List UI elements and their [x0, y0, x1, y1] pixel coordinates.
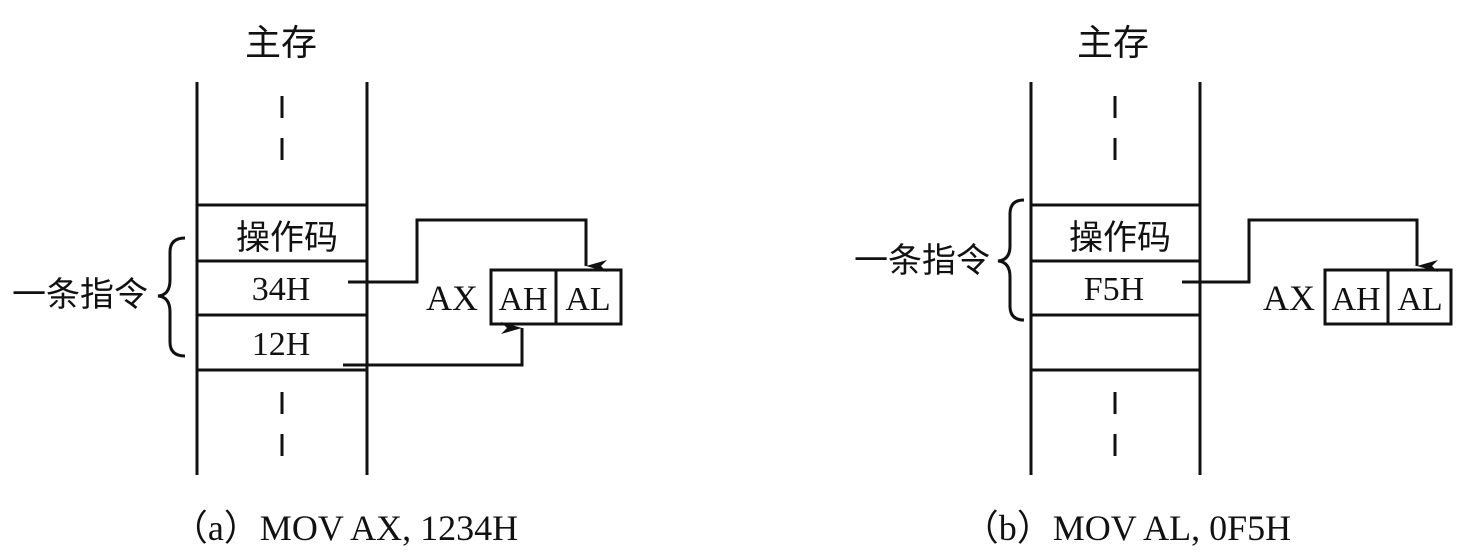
caption-a: （a）MOV AX, 1234H — [172, 508, 518, 548]
register-low-b: AL — [1397, 281, 1442, 318]
memory-cell-low-byte-a: 34H — [252, 271, 311, 308]
memory-label-b: 主存 — [1077, 23, 1149, 64]
arrow-low-byte-to-al-a — [348, 218, 607, 284]
register-high-b: AH — [1331, 281, 1380, 318]
caption-b: （b）MOV AL, 0F5H — [963, 508, 1291, 548]
register-label-b: AX — [1263, 278, 1315, 318]
register-label-a: AX — [426, 278, 478, 318]
panel-b: 主存 操作码 F5H 一条指令 AX AH AL （b）MOV AL, 0F5H — [854, 23, 1453, 548]
register-low-a: AL — [565, 281, 610, 318]
register-high-a: AH — [498, 281, 547, 318]
instruction-brace-a — [157, 236, 186, 358]
memory-cell-opcode-b: 操作码 — [1069, 218, 1171, 258]
instruction-label-b: 一条指令 — [854, 241, 990, 281]
arrow-data-to-al-b — [1182, 218, 1438, 284]
memory-cell-high-byte-a: 12H — [252, 326, 311, 363]
memory-cell-data-b: F5H — [1084, 271, 1144, 308]
instruction-label-a: 一条指令 — [12, 275, 148, 315]
panel-a: 主存 操作码 34H 12H 一条指令 AX AH AL — [12, 23, 623, 548]
instruction-brace-b — [997, 198, 1025, 322]
memory-label-a: 主存 — [245, 23, 317, 64]
memory-cell-opcode-a: 操作码 — [236, 218, 338, 258]
arrow-high-byte-to-ah-a — [343, 322, 524, 367]
